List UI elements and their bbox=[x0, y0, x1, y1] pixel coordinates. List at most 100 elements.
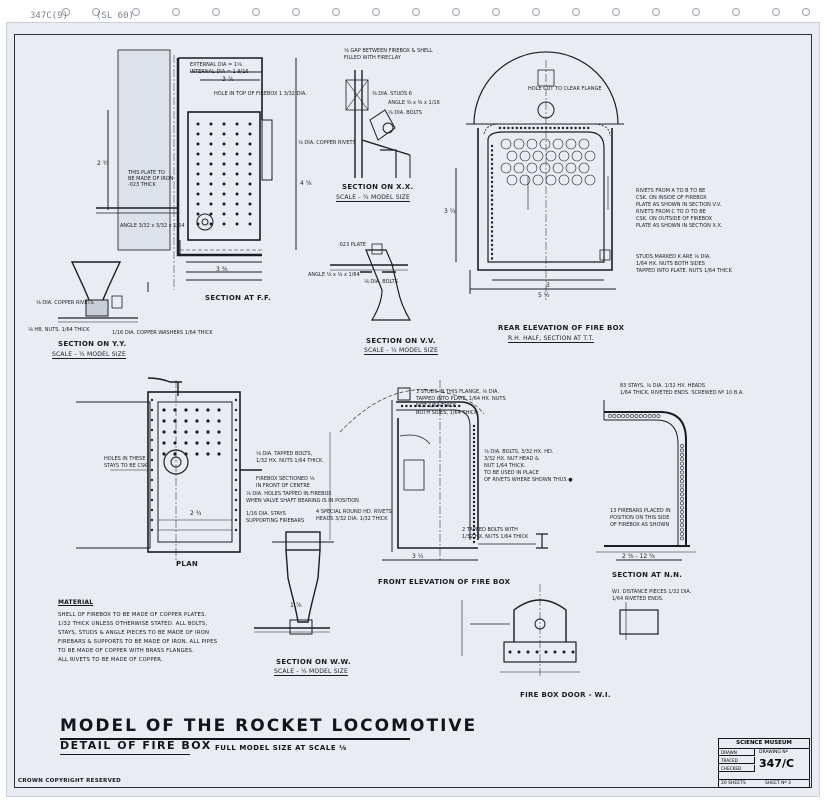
note-plan-shaft-1: ⅛ DIA. HOLES TAPPED IN FIREBOX bbox=[246, 491, 332, 497]
rivet-mark bbox=[472, 504, 476, 508]
rivet-mark bbox=[222, 182, 226, 186]
note-hole-cut: HOLE CUT TO CLEAR FLANGE bbox=[528, 86, 602, 92]
rivet-mark bbox=[472, 468, 476, 472]
dim-front: 3 ¼ bbox=[412, 553, 424, 560]
rivet-mark bbox=[472, 492, 476, 496]
rivet-mark bbox=[545, 174, 557, 186]
front-elevation-title: FRONT ELEVATION OF FIRE BOX bbox=[378, 578, 511, 586]
note-front-bolts-3: NUT 1/64 THICK. bbox=[484, 463, 526, 469]
rivet-mark bbox=[150, 408, 154, 412]
material-line: TO BE MADE OF COPPER WITH BRASS FLANGES. bbox=[58, 648, 194, 654]
note-plan-shaft-2: WHEN VALVE SHAFT BEARING IS IN POSITION bbox=[246, 498, 359, 504]
section-vv-scale: SCALE - ¼ MODEL SIZE bbox=[364, 347, 438, 355]
rivet-mark bbox=[680, 501, 684, 506]
rivet-mark bbox=[680, 536, 684, 541]
rivet-mark bbox=[196, 122, 200, 126]
rivet-mark bbox=[490, 153, 494, 157]
rivet-mark bbox=[150, 498, 154, 502]
rivet-mark bbox=[647, 414, 652, 418]
rivet-mark bbox=[217, 408, 221, 412]
note-plan-holes-1: HOLES IN THESE bbox=[104, 456, 146, 462]
rivet-mark bbox=[248, 122, 252, 126]
rivet-mark bbox=[234, 408, 238, 412]
dim-rear-width: 5 ½ bbox=[538, 292, 550, 299]
note-yy-nuts: ⅛ HB. NUTS. 1/64 THICK bbox=[28, 327, 90, 333]
rivet-mark bbox=[680, 466, 684, 470]
rivet-mark bbox=[490, 185, 494, 188]
rivet-mark bbox=[184, 430, 188, 434]
rivet-mark bbox=[523, 126, 527, 130]
rivet-mark bbox=[680, 444, 684, 448]
rivet-mark bbox=[173, 430, 177, 434]
note-vv-bolts: ⅛ DIA. BOLTS bbox=[364, 279, 398, 285]
rivet-mark bbox=[235, 182, 239, 186]
rivet-mark bbox=[235, 122, 239, 126]
rivet-mark bbox=[472, 444, 476, 448]
rivet-mark bbox=[513, 138, 525, 150]
rivet-mark bbox=[234, 428, 238, 432]
section-ff-drawing bbox=[96, 49, 297, 292]
rivet-mark bbox=[209, 132, 213, 136]
rivet-mark bbox=[612, 414, 617, 418]
material-line: STAYS, STUDS & ANGLE PIECES TO BE MADE O… bbox=[58, 630, 210, 636]
section-ff-title: SECTION AT F.F. bbox=[205, 294, 271, 302]
note-front-bolts-4: TO BE USED IN PLACE bbox=[484, 470, 539, 476]
rivet-mark bbox=[440, 404, 443, 408]
rivet-mark bbox=[196, 222, 200, 226]
dim-nn: 2 ⅝ - 12 ⅝ bbox=[622, 553, 655, 560]
rivet-mark bbox=[206, 408, 210, 412]
rivet-mark bbox=[195, 452, 199, 456]
rivet-mark bbox=[680, 492, 684, 497]
rivet-mark bbox=[173, 441, 177, 445]
dim-plan: 2 ¾ bbox=[190, 510, 202, 517]
note-int-dia: INTERNAL DIA = 1 9/16 bbox=[190, 69, 249, 75]
rivet-mark bbox=[680, 514, 684, 519]
rivet-mark bbox=[656, 414, 661, 418]
note-gap-2: FILLED WITH FIRECLAY bbox=[344, 55, 401, 61]
rivet-mark bbox=[150, 458, 154, 462]
rivet-mark bbox=[222, 132, 226, 136]
rivet-mark bbox=[526, 650, 530, 654]
rivet-mark bbox=[206, 419, 210, 423]
drawing-main-title: MODEL OF THE ROCKET LOCOMOTIVE bbox=[60, 716, 478, 736]
rivet-mark bbox=[490, 149, 494, 152]
rivet-mark bbox=[621, 414, 626, 418]
rivet-mark bbox=[173, 419, 177, 423]
rivet-mark bbox=[414, 404, 417, 408]
rivet-mark bbox=[557, 126, 560, 130]
rivet-mark bbox=[234, 518, 238, 522]
drawing-border bbox=[14, 34, 812, 788]
rivet-mark bbox=[222, 192, 226, 196]
rivet-mark bbox=[532, 174, 544, 186]
title-block-drawing-number: 347/C bbox=[759, 757, 795, 770]
rivet-mark bbox=[248, 162, 252, 166]
rivet-mark bbox=[209, 192, 213, 196]
dim-ff-width: 3 ⅞ bbox=[222, 76, 234, 83]
rivet-mark bbox=[515, 126, 518, 130]
rivet-mark bbox=[150, 508, 154, 512]
rivet-mark bbox=[222, 212, 226, 216]
rivet-mark bbox=[217, 441, 221, 445]
rivet-mark bbox=[586, 126, 590, 130]
note-front-round-1: 4 SPECIAL ROUND HD. RIVETS bbox=[316, 509, 392, 515]
rivet-mark bbox=[490, 239, 494, 242]
note-rear-rivets-6: PLATE AS SHOWN IN SECTION X.X. bbox=[636, 223, 723, 229]
rivet-mark bbox=[222, 222, 226, 226]
rivet-mark bbox=[680, 532, 684, 536]
rivet-mark bbox=[532, 150, 544, 162]
rivet-mark bbox=[173, 408, 177, 412]
rivet-mark bbox=[235, 222, 239, 226]
dim-rear-span: 3 bbox=[546, 282, 550, 289]
rivet-mark bbox=[235, 132, 239, 136]
rivet-mark bbox=[472, 532, 476, 536]
note-plan-firebox-1: FIREBOX SECTIONED ⅛ bbox=[256, 476, 315, 482]
section-xx-title: SECTION ON X.X. bbox=[342, 183, 414, 191]
note-yy-washers: 1/16 DIA. COPPER WASHERS 1/64 THICK bbox=[112, 330, 213, 336]
rivet-mark bbox=[498, 126, 502, 130]
rivet-mark bbox=[150, 428, 154, 432]
note-rear-rivets-5: CSK. ON OUTSIDE OF FIREBOX bbox=[636, 216, 713, 222]
note-vv-plate: ·023 PLATE bbox=[338, 242, 366, 248]
rivet-mark bbox=[584, 174, 596, 186]
rivet-mark bbox=[234, 458, 238, 462]
rivet-mark bbox=[526, 138, 538, 150]
